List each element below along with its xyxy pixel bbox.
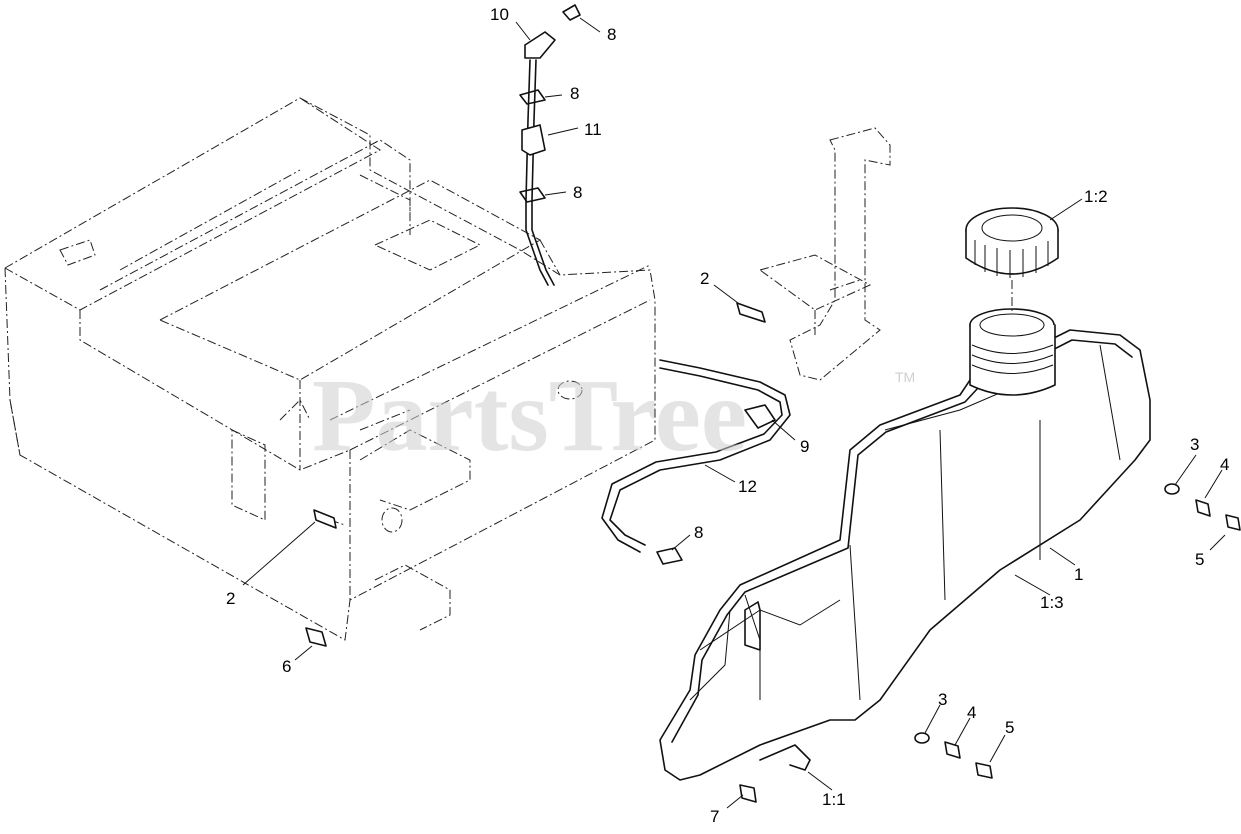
callout-1-1: 1:1 [822, 790, 846, 809]
callout-10: 10 [490, 5, 509, 24]
callout-1: 1 [1074, 565, 1083, 584]
hardware [305, 4, 1241, 803]
callout-12: 12 [738, 477, 757, 496]
callout-3-right: 3 [1190, 435, 1199, 454]
callout-labels: 10 8 8 11 8 1:2 2 9 12 8 3 4 5 1 1:3 2 6… [226, 5, 1229, 826]
callout-8-top: 8 [607, 25, 616, 44]
callout-8-mid: 8 [573, 183, 582, 202]
callout-4-right: 4 [1220, 455, 1229, 474]
fuel-tank [659, 308, 1151, 781]
callout-5-right: 5 [1195, 550, 1204, 569]
watermark-trademark: TM [895, 369, 915, 385]
callout-3-bottom: 3 [938, 690, 947, 709]
watermark-text: PartsTree [312, 358, 747, 473]
fuel-lines [521, 31, 791, 553]
callout-11: 11 [584, 120, 602, 139]
callout-2-frame: 2 [226, 589, 235, 608]
callout-6: 6 [282, 657, 291, 676]
callout-leaders [242, 17, 1226, 809]
callout-1-2: 1:2 [1084, 187, 1108, 206]
callout-9: 9 [800, 437, 809, 456]
callout-5-bottom: 5 [1005, 718, 1014, 737]
tank-bracket [758, 127, 891, 381]
fuel-cap [965, 207, 1059, 312]
callout-8-upper: 8 [570, 84, 579, 103]
callout-1-3: 1:3 [1040, 593, 1064, 612]
callout-8-lower: 8 [694, 523, 703, 542]
callout-7: 7 [710, 807, 719, 826]
callout-4-bottom: 4 [967, 703, 976, 722]
callout-2-bracket: 2 [700, 269, 709, 288]
chassis-frame [4, 97, 656, 641]
